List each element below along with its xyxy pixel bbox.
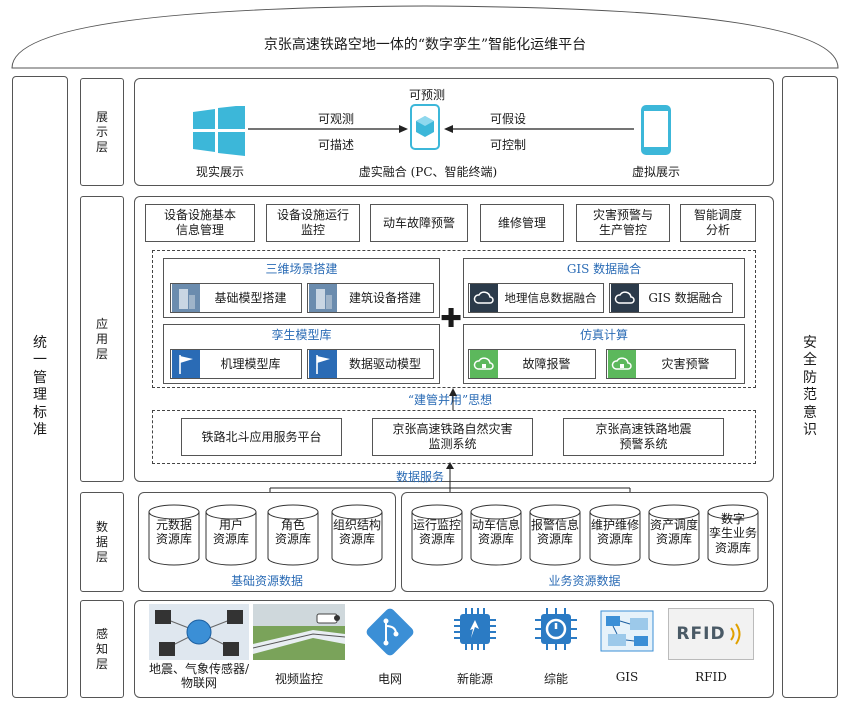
assume-label: 可假设 <box>490 112 527 126</box>
data-service-connector <box>269 462 631 494</box>
app-box-disaster-warning: 灾害预警与 生产管控 <box>576 204 670 242</box>
biz-resource-db: 资产调度 资源库 <box>647 504 701 566</box>
building-icon <box>309 284 337 312</box>
perception-sensor-label: 地震、气象传感器/ 物联网 <box>148 662 250 691</box>
title-arc <box>11 5 839 69</box>
app-box-dispatch: 智能调度 分析 <box>680 204 756 242</box>
database-cylinder-icon <box>529 504 581 566</box>
gis-title: GIS 数据融合 <box>566 262 642 276</box>
sim-item-disaster-warning: 灾害预警 <box>606 349 736 379</box>
integrated-energy-icon <box>535 608 577 650</box>
twin-item-mechanism: 机理模型库 <box>170 349 302 379</box>
twin-title: 孪生模型库 <box>271 328 332 342</box>
database-cylinder-icon <box>148 504 200 566</box>
new-energy-chip-icon <box>454 608 496 650</box>
database-cylinder-icon <box>648 504 700 566</box>
smart-terminal-icon <box>410 104 440 150</box>
system-earthquake: 京张高速铁路地震 预警系统 <box>563 418 724 456</box>
predict-label: 可预测 <box>408 88 445 102</box>
app-box-monitoring: 设备设施运行 监控 <box>266 204 360 242</box>
database-cylinder-icon <box>707 504 759 566</box>
sim-item-fault-alarm: 故障报警 <box>468 349 596 379</box>
base-resource-db: 元数据 资源库 <box>147 504 201 566</box>
page-title: 京张高速铁路空地一体的“数字孪生”智能化运维平台 <box>263 37 587 53</box>
perception-rfid-label: RFID <box>695 670 727 684</box>
sim-title: 仿真计算 <box>579 328 628 342</box>
rfid-logo-icon: RFID <box>668 608 754 660</box>
flag-icon <box>172 350 200 378</box>
perception-new-energy-label: 新能源 <box>456 672 493 686</box>
flag-icon <box>309 350 337 378</box>
database-cylinder-icon <box>205 504 257 566</box>
systems-dashed-group <box>152 410 756 464</box>
gis-item-geo-fusion: 地理信息数据融合 <box>468 283 604 313</box>
perception-gis-label: GIS <box>615 670 639 684</box>
biz-resource-db: 数字 孪生业务 资源库 <box>706 504 760 566</box>
cloud-home-icon <box>470 350 498 378</box>
control-label: 可控制 <box>490 138 527 152</box>
layer-label-perception: 感知层 <box>80 600 124 698</box>
left-standard-column: 统一管理标准 <box>12 76 68 698</box>
biz-resource-db: 维护维修 资源库 <box>588 504 642 566</box>
base-resource-db: 组织结构 资源库 <box>330 504 384 566</box>
building-icon <box>172 284 200 312</box>
database-cylinder-icon <box>331 504 383 566</box>
biz-data-label: 业务资源数据 <box>548 574 621 588</box>
biz-resource-db: 运行监控 资源库 <box>410 504 464 566</box>
layer-label-display: 展示层 <box>80 78 124 186</box>
biz-resource-db: 动车信息 资源库 <box>469 504 523 566</box>
power-grid-icon <box>366 608 414 656</box>
twin-item-data-driven: 数据驱动模型 <box>307 349 434 379</box>
database-cylinder-icon <box>267 504 319 566</box>
plus-icon: ✚ <box>440 304 462 334</box>
database-cylinder-icon <box>411 504 463 566</box>
system-natural-disaster: 京张高速铁路自然灾害 监测系统 <box>372 418 533 456</box>
sensor-network-icon <box>149 604 249 660</box>
twin-dashed-group <box>152 250 756 388</box>
fusion-label: 虚实融合 (PC、智能终端) <box>358 165 498 179</box>
real-display-label: 现实展示 <box>195 165 244 179</box>
arrow-systems-to-twin <box>449 388 457 410</box>
biz-resource-db: 报警信息 资源库 <box>528 504 582 566</box>
scene-title: 三维场景搭建 <box>265 262 338 276</box>
virtual-display-label: 虚拟展示 <box>631 165 680 179</box>
layer-label-application: 应用层 <box>80 196 124 482</box>
observe-label: 可观测 <box>318 112 355 126</box>
scene-item-basic-model: 基础模型搭建 <box>170 283 302 313</box>
phone-icon <box>641 105 671 155</box>
video-surveillance-icon <box>253 604 345 660</box>
perception-video-label: 视频监控 <box>274 672 323 686</box>
cloud-icon <box>470 284 498 312</box>
cloud-icon <box>611 284 639 312</box>
arrow-real-to-fusion <box>248 125 408 133</box>
app-box-basic-info: 设备设施基本 信息管理 <box>145 204 255 242</box>
database-cylinder-icon <box>470 504 522 566</box>
layer-label-data: 数据层 <box>80 492 124 592</box>
describe-label: 可描述 <box>318 138 355 152</box>
base-resource-db: 用户 资源库 <box>204 504 258 566</box>
data-service-label: 数据服务 <box>395 470 444 484</box>
app-box-fault-warning: 动车故障预警 <box>370 204 468 242</box>
concept-label: “建管并用”思想 <box>407 393 493 407</box>
perception-grid-label: 电网 <box>377 672 402 686</box>
windows-icon <box>193 106 245 156</box>
gis-item-gis-fusion: GIS 数据融合 <box>609 283 733 313</box>
base-data-label: 基础资源数据 <box>230 574 303 588</box>
arrow-virtual-to-fusion <box>444 125 634 133</box>
scene-item-building-equipment: 建筑设备搭建 <box>307 283 434 313</box>
cloud-home-icon <box>608 350 636 378</box>
gis-map-icon <box>600 610 654 652</box>
base-resource-db: 角色 资源库 <box>266 504 320 566</box>
perception-integrated-energy-label: 综能 <box>543 672 568 686</box>
database-cylinder-icon <box>589 504 641 566</box>
system-beidou: 铁路北斗应用服务平台 <box>181 418 342 456</box>
right-security-column: 安全防范意识 <box>782 76 838 698</box>
rfid-wave-icon <box>729 623 741 645</box>
app-box-maintenance: 维修管理 <box>480 204 564 242</box>
